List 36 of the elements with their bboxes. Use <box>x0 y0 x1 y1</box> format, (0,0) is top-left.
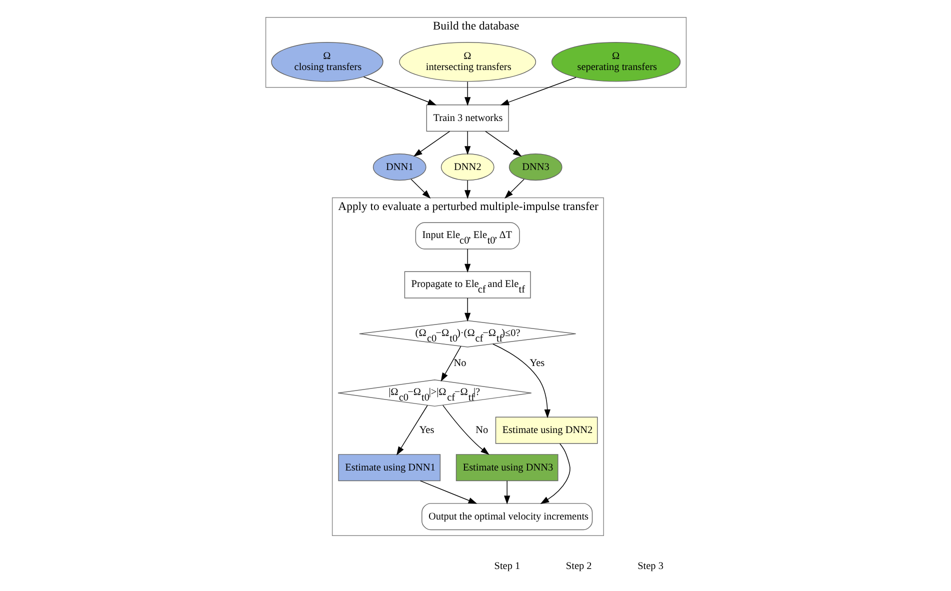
node-box: Estimate using DNN1 <box>338 454 440 482</box>
arrow <box>464 180 470 199</box>
edge-label: No <box>453 358 466 370</box>
node-ellipse: DNN1 <box>372 154 426 181</box>
edge-label: Yes <box>529 358 544 370</box>
arrow <box>464 248 470 273</box>
arrow <box>440 346 461 382</box>
arrow <box>362 76 436 106</box>
label: Step 3 <box>637 561 663 572</box>
edge-label: Yes <box>418 425 434 436</box>
node-ellipse: Ω closing transfers <box>270 42 383 82</box>
arrow <box>410 178 430 199</box>
arrow <box>419 480 477 504</box>
label: Step 1 <box>494 561 520 572</box>
arrow <box>412 130 450 157</box>
node-ellipse: Ω seperating transfers <box>550 42 680 82</box>
label: Step 2 <box>565 561 592 572</box>
arrow <box>500 76 576 106</box>
edge-label: No <box>475 425 488 436</box>
node-ellipse: Ω intersecting transfers <box>398 42 536 82</box>
node-box: Output the optimal velocity increments <box>421 503 592 530</box>
node-ellipse: DNN2 <box>440 154 494 181</box>
arrow <box>464 81 470 106</box>
arrow <box>504 480 510 504</box>
node-box: Estimate using DNN3 <box>455 454 558 482</box>
node-ellipse: DNN3 <box>508 154 562 181</box>
arrow <box>442 404 489 455</box>
arrow <box>396 405 428 456</box>
arrow <box>492 344 550 418</box>
arrow <box>464 298 470 322</box>
node-box: Estimate using DNN2 <box>494 416 598 444</box>
node-box: Train 3 networks <box>426 104 508 132</box>
arrow <box>504 178 524 199</box>
arrow <box>540 443 570 504</box>
arrow <box>484 130 522 157</box>
arrow <box>464 130 470 155</box>
